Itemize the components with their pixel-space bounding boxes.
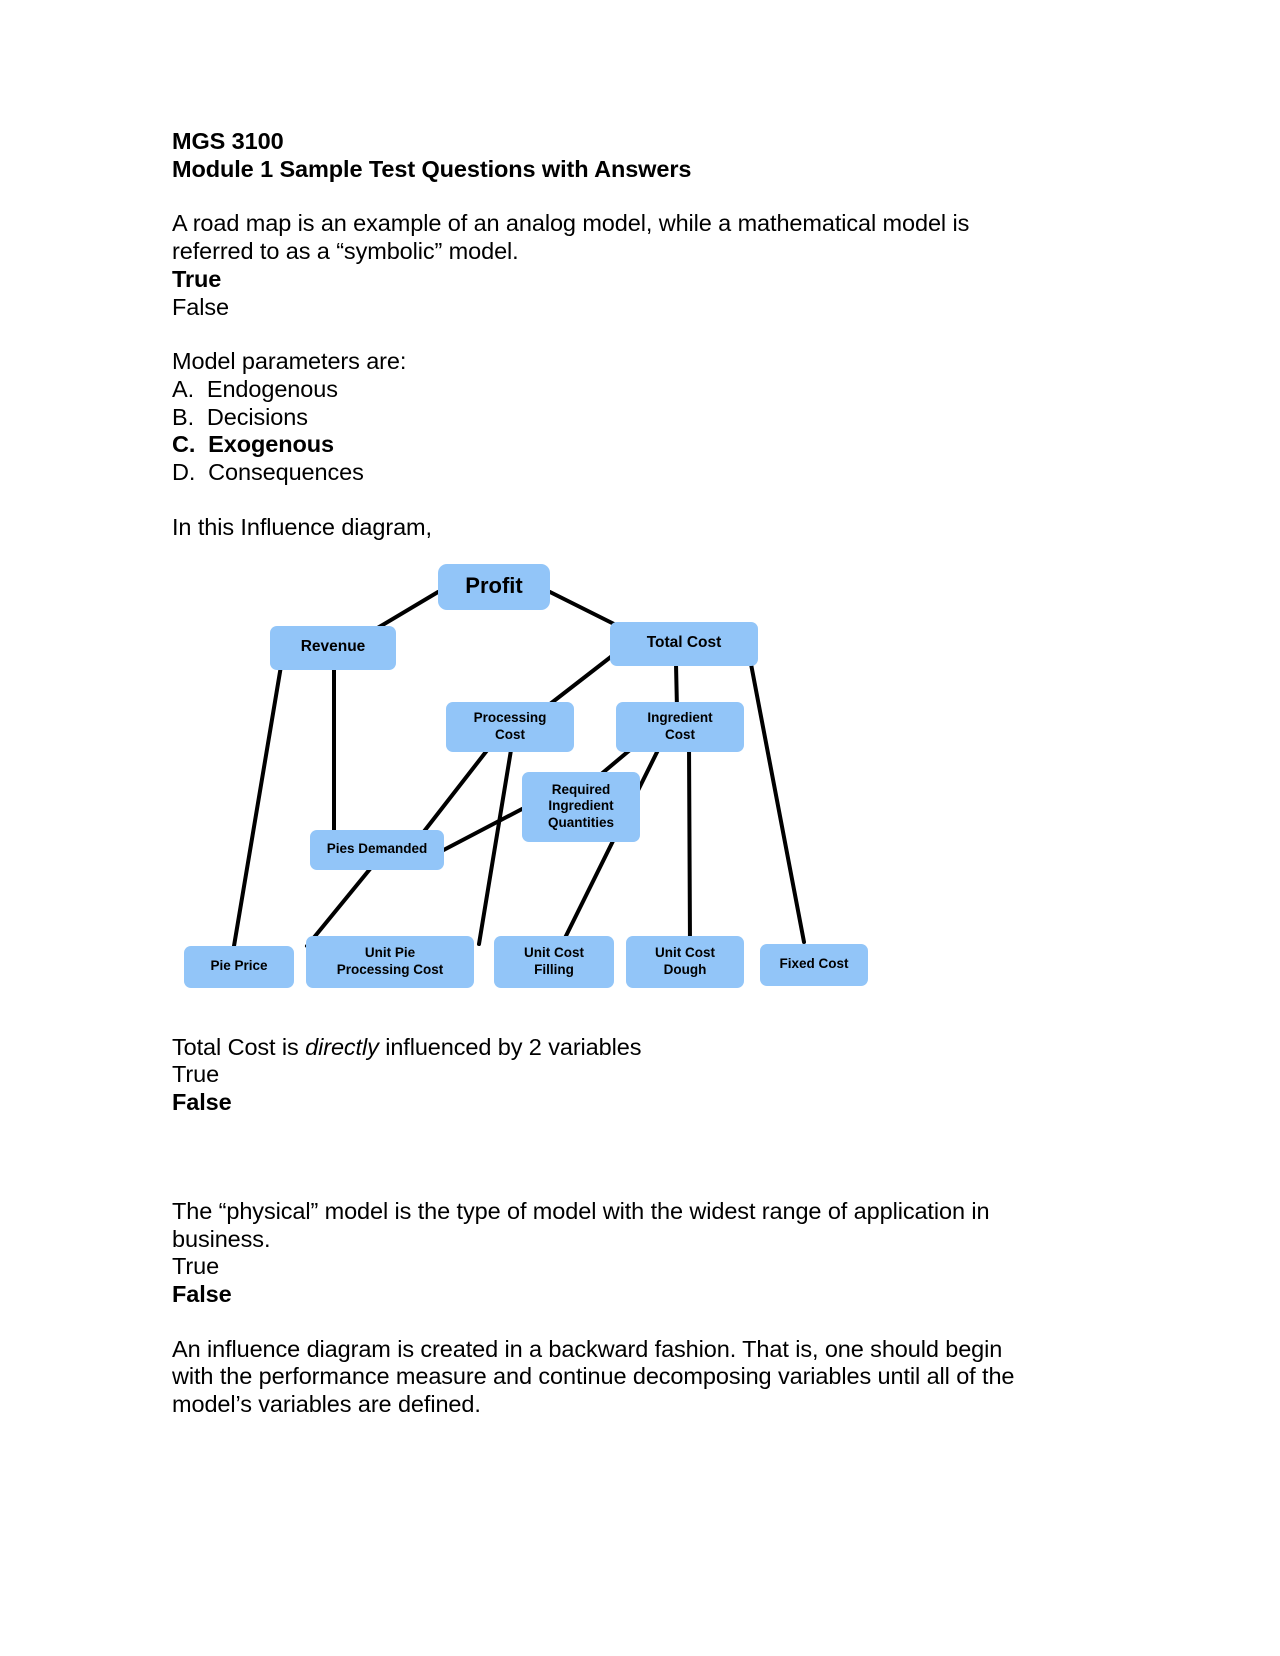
diagram-node-ingredient-cost-label: Ingredient Cost: [647, 710, 713, 742]
diagram-node-profit[interactable]: Profit: [438, 563, 550, 610]
spacer: [172, 1144, 1052, 1171]
diagram-node-total-cost-label: Total Cost: [646, 634, 722, 652]
diagram-node-profit-label: Profit: [465, 573, 523, 599]
edge-total-cost-processing-cost: [539, 653, 614, 713]
choice-a[interactable]: A. Endogenous: [172, 376, 1052, 404]
choice-a-label: Endogenous: [206, 376, 338, 403]
edge-total-cost-ingredient-cost: [674, 661, 679, 711]
diagram-node-pie-price-label: Pie Price: [210, 958, 268, 974]
question-4-answer-false[interactable]: False: [172, 1089, 232, 1116]
edge-processing-cost-unit-pie-processing: [477, 741, 514, 946]
choice-d-label: Consequences: [208, 459, 364, 486]
spacer: [172, 1171, 1052, 1198]
question-6-prompt-line-2: with the performance measure and continu…: [172, 1363, 1015, 1390]
spacer: [172, 183, 1052, 210]
question-5: The “physical” model is the type of mode…: [172, 1198, 1052, 1309]
question-4-prompt-post: influenced by 2 variables: [378, 1033, 642, 1060]
diagram-node-total-cost[interactable]: Total Cost: [610, 621, 758, 666]
diagram-node-fixed-cost-label: Fixed Cost: [779, 956, 849, 972]
diagram-node-fixed-cost[interactable]: Fixed Cost: [760, 943, 868, 986]
question-4-answer-true[interactable]: True: [172, 1061, 220, 1088]
title-line-1: MGS 3100: [172, 128, 284, 154]
choice-d[interactable]: D. Consequences: [172, 459, 1052, 487]
choice-c-letter: C.: [172, 431, 196, 458]
edge-processing-cost-pies-demanded: [420, 741, 494, 836]
question-2: Model parameters are: A. Endogenous B. D…: [172, 348, 1052, 487]
title-line-2: Module 1 Sample Test Questions with Answ…: [172, 155, 692, 182]
spacer: [172, 1117, 1052, 1144]
question-5-prompt-line-1: The “physical” model is the type of mode…: [172, 1197, 990, 1224]
diagram-node-unit-cost-filling[interactable]: Unit Cost Filling: [494, 935, 614, 988]
diagram-node-unit-cost-filling-label: Unit Cost Filling: [524, 945, 584, 977]
edge-total-cost-fixed-cost: [749, 661, 806, 944]
question-1: A road map is an example of an analog mo…: [172, 210, 1052, 321]
question-6-prompt-line-1: An influence diagram is created in a bac…: [172, 1335, 1003, 1362]
diagram-node-unit-cost-dough-label: Unit Cost Dough: [655, 945, 715, 977]
diagram-node-processing-cost-label: Processing Cost: [473, 710, 547, 742]
diagram-node-pies-demanded-label: Pies Demanded: [326, 841, 428, 857]
edge-ingredient-cost-unit-cost-filling: [559, 741, 663, 948]
diagram-node-revenue-label: Revenue: [300, 638, 366, 656]
question-1-answer-true[interactable]: True: [172, 265, 222, 292]
diagram-node-pie-price[interactable]: Pie Price: [184, 945, 294, 988]
edge-ingredient-cost-unit-cost-dough: [687, 741, 692, 948]
question-1-prompt-line-2: referred to as a “symbolic” model.: [172, 238, 519, 265]
edge-required-quantities-pies-demanded: [434, 806, 524, 856]
question-1-answer-false[interactable]: False: [172, 293, 229, 320]
question-4-prompt-emphasis: directly: [305, 1033, 379, 1060]
choice-b-letter: B.: [172, 403, 195, 430]
diagram-node-required-ingredient-quantities-label: Required Ingredient Quantities: [547, 781, 614, 830]
choice-c[interactable]: C. Exogenous: [172, 431, 1052, 459]
question-1-prompt-line-1: A road map is an example of an analog mo…: [172, 210, 970, 237]
diagram-node-ingredient-cost[interactable]: Ingredient Cost: [616, 701, 744, 752]
diagram-node-processing-cost[interactable]: Processing Cost: [446, 701, 574, 752]
question-3-prompt: In this Influence diagram,: [172, 513, 432, 540]
diagram-node-revenue[interactable]: Revenue: [270, 625, 396, 670]
question-2-choices: A. Endogenous B. Decisions C. Exogenous …: [172, 376, 1052, 487]
page-title: MGS 3100 Module 1 Sample Test Questions …: [172, 128, 1052, 183]
question-4-prompt: Total Cost is directly influenced by 2 v…: [172, 1034, 1052, 1062]
question-4-prompt-pre: Total Cost is: [172, 1033, 306, 1060]
influence-diagram: Profit Revenue Total Cost Processing Cos…: [174, 563, 874, 1004]
question-6-prompt-line-3: model’s variables are defined.: [172, 1391, 481, 1418]
choice-c-label: Exogenous: [208, 431, 334, 458]
question-5-answer-false[interactable]: False: [172, 1280, 232, 1307]
diagram-node-unit-cost-dough[interactable]: Unit Cost Dough: [626, 935, 744, 988]
choice-b[interactable]: B. Decisions: [172, 404, 1052, 432]
spacer: [172, 1309, 1052, 1336]
influence-diagram-edges: [232, 589, 806, 948]
document-content: MGS 3100 Module 1 Sample Test Questions …: [172, 128, 1052, 1419]
question-2-prompt: Model parameters are:: [172, 348, 407, 375]
edge-revenue-pie-price: [232, 657, 284, 948]
diagram-node-unit-pie-processing-cost-label: Unit Pie Processing Cost: [336, 945, 444, 977]
spacer: [172, 321, 1052, 348]
question-5-answer-true[interactable]: True: [172, 1253, 220, 1280]
choice-b-label: Decisions: [206, 403, 308, 430]
question-4: Total Cost is directly influenced by 2 v…: [172, 1034, 1052, 1117]
diagram-node-unit-pie-processing-cost[interactable]: Unit Pie Processing Cost: [306, 935, 474, 988]
edge-pies-demanded-pie-price: [305, 866, 372, 948]
choice-d-letter: D.: [172, 459, 196, 486]
diagram-node-pies-demanded[interactable]: Pies Demanded: [310, 829, 444, 870]
diagram-node-required-ingredient-quantities[interactable]: Required Ingredient Quantities: [522, 771, 640, 842]
choice-a-letter: A.: [172, 376, 195, 403]
question-5-prompt-line-2: business.: [172, 1225, 271, 1252]
spacer: [172, 487, 1052, 514]
question-6: An influence diagram is created in a bac…: [172, 1336, 1052, 1419]
